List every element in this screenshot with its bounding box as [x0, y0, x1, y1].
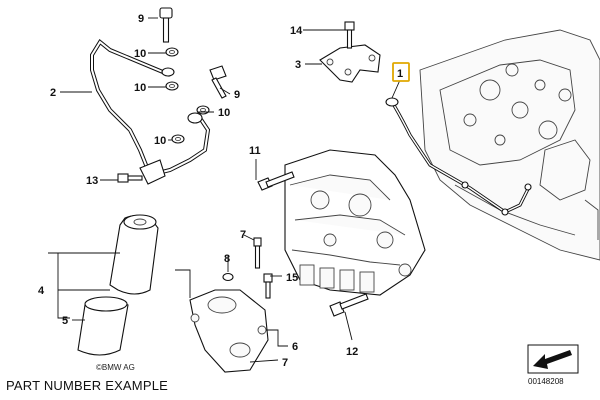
callout-7-top[interactable]: 7 [240, 229, 246, 241]
callout-5[interactable]: 5 [62, 315, 68, 327]
washer-10-b[interactable] [165, 81, 179, 91]
callout-11[interactable]: 11 [249, 145, 261, 157]
filter-sleeve-part-5[interactable] [77, 296, 129, 356]
banjo-bolt-9-b[interactable] [209, 65, 227, 99]
callout-9-top[interactable]: 9 [138, 13, 144, 25]
callouts: 9 10 10 2 14 3 9 10 10 13 11 4 5 7 8 15 … [38, 13, 358, 369]
footer-caption: PART NUMBER EXAMPLE [6, 378, 169, 393]
callout-6[interactable]: 6 [292, 341, 298, 353]
callout-8[interactable]: 8 [224, 253, 230, 265]
pump-bracket-part-6[interactable] [189, 289, 269, 373]
bolt-part-11[interactable] [257, 171, 295, 191]
banjo-bolt-9-a[interactable] [159, 7, 173, 43]
bracket-part-3[interactable] [319, 44, 381, 83]
leader-lines [48, 17, 401, 363]
washer-part-8[interactable] [222, 272, 234, 282]
callout-13[interactable]: 13 [86, 175, 98, 187]
callout-14[interactable]: 14 [290, 25, 303, 37]
callout-3[interactable]: 3 [295, 59, 301, 71]
callout-12[interactable]: 12 [346, 346, 358, 358]
engine-block [419, 29, 600, 261]
oil-pipe-part-1[interactable] [385, 97, 532, 216]
callout-15[interactable]: 15 [286, 272, 298, 284]
callout-9-right[interactable]: 9 [234, 89, 240, 101]
direction-arrow-icon [527, 344, 579, 374]
oil-filter-part-4[interactable] [109, 214, 159, 295]
copyright-mark: ©BMW AG [96, 363, 135, 372]
washer-10-a[interactable] [165, 47, 179, 57]
bolt-part-7[interactable] [253, 237, 262, 269]
callout-2[interactable]: 2 [50, 87, 56, 99]
washer-10-c[interactable] [196, 105, 210, 115]
diagram-id: 00148208 [528, 377, 564, 386]
callout-10-b[interactable]: 10 [134, 82, 146, 94]
oil-feed-line-part-2[interactable] [90, 39, 211, 185]
svg-text:©BMW AG: ©BMW AG [96, 363, 135, 372]
svg-text:1: 1 [397, 68, 403, 80]
oil-pump-housing [284, 149, 426, 296]
callout-10-c[interactable]: 10 [218, 107, 230, 119]
bolt-part-14[interactable] [344, 21, 355, 49]
highlighted-callout-1[interactable]: 1 [392, 62, 410, 82]
callout-10-d[interactable]: 10 [154, 135, 166, 147]
callout-7-bottom[interactable]: 7 [282, 357, 288, 369]
bolt-part-15[interactable] [263, 273, 273, 299]
bolt-part-13[interactable] [117, 173, 143, 183]
bolt-part-12[interactable] [329, 293, 369, 317]
callout-10-a[interactable]: 10 [134, 48, 146, 60]
washer-10-d[interactable] [171, 134, 185, 144]
callout-4[interactable]: 4 [38, 285, 45, 297]
